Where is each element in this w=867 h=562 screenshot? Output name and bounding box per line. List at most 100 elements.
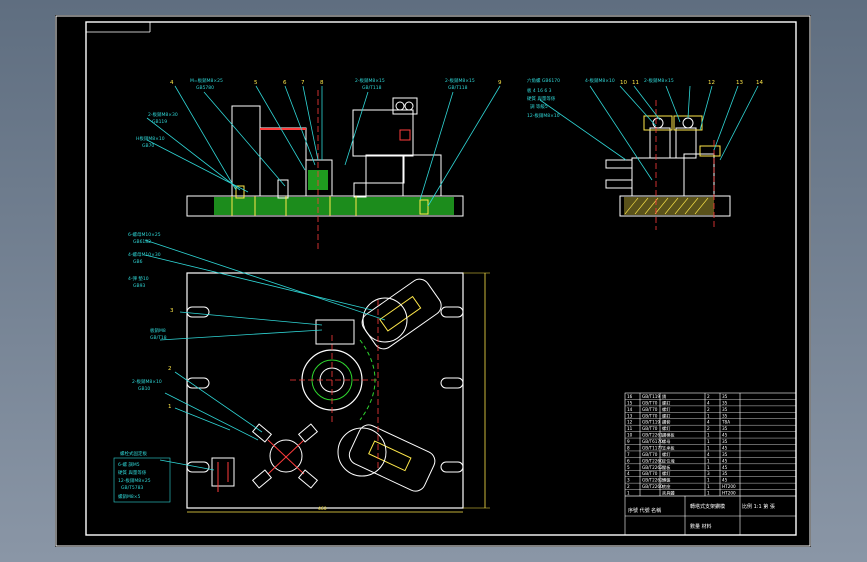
- title-block-cell: 鑽套: [662, 419, 671, 426]
- part-label-2: 2: [168, 366, 172, 372]
- title-block-cell: 35: [722, 471, 728, 476]
- part-label-4: 4: [170, 80, 174, 86]
- part-label-6: 6: [283, 80, 287, 86]
- note-box-5: GB/T5783: [121, 485, 143, 491]
- title-block-cell: 螺釘: [662, 470, 670, 477]
- part-label-13: 13: [736, 80, 743, 86]
- title-block-text: 轉塔式支架鑽模 序號 代號 名稱 數量 材料 比例 1:1 第 張: [628, 503, 775, 530]
- title-block-cell: 10: [627, 433, 633, 438]
- note-plan-2: 4-螺母M10×30: [128, 251, 161, 258]
- title-block-cell: 螺釘: [662, 412, 670, 419]
- title-block-cell: 定位塊: [662, 457, 675, 464]
- title-block-cell: T8A: [721, 420, 730, 425]
- title-block-cell: 13: [627, 413, 633, 418]
- title-block-cell: GB/T70: [642, 400, 658, 405]
- title-block-cell: GB/T70: [642, 471, 658, 476]
- title-block-cell: GB/T70: [642, 413, 658, 418]
- note-plan-4: 板銷M8: [150, 327, 166, 334]
- note-side-4: 硬質 與量等係: [527, 95, 556, 102]
- title-block-cell: 1: [627, 491, 630, 496]
- note-plan-3b: GB93: [133, 283, 145, 289]
- title-block-cell: 支承板: [662, 444, 675, 451]
- note-box-2: 6-螺 調M5: [118, 461, 140, 468]
- note-front-4: 2-板銷M8×15: [355, 77, 385, 84]
- title-block-cell: 8: [627, 445, 630, 450]
- title-block-cell: 45: [722, 458, 728, 463]
- title-block-cell: 螺釘: [662, 406, 670, 413]
- title-block-cell: 15: [627, 400, 633, 405]
- drawing-canvas: [55, 15, 811, 547]
- title-block-cell: 45: [722, 433, 728, 438]
- note-front-5: 2-板銷M8×15: [445, 77, 475, 84]
- title-block-cell: 3: [627, 478, 630, 483]
- part-label-10: 10: [620, 80, 627, 86]
- title-block-cell: 35: [722, 452, 728, 457]
- title-block-cell: GB/T2260: [642, 458, 663, 463]
- sheet-border: [55, 15, 811, 547]
- title-block-cell: 6: [627, 458, 630, 463]
- note-side-6: 12-板銷M8×10: [527, 112, 560, 119]
- title-block-cell: 1: [707, 445, 710, 450]
- title-block-cell: 45: [722, 465, 728, 470]
- title-block-cell: 轉盤: [662, 477, 671, 484]
- title-block-cell: 35: [722, 394, 728, 399]
- title-block-cell: GB/T6170: [642, 439, 663, 444]
- title-block-cell: 4: [707, 400, 710, 405]
- inner-frame: [85, 21, 797, 536]
- part-label-5: 5: [254, 80, 258, 86]
- title-block-cell: 2: [627, 484, 630, 489]
- title-block-cell: 5: [627, 465, 630, 470]
- title-block-cell: 35: [722, 407, 728, 412]
- title-block-cell: 14: [627, 407, 633, 412]
- note-side-1: 六角螺 GB6170: [527, 77, 560, 84]
- title-block-cell: GB/T70: [642, 407, 658, 412]
- title-block-cell: GB/T70: [642, 426, 658, 431]
- title-block-cell: 2: [707, 407, 710, 412]
- title-block-cell: GB/T119: [642, 420, 660, 425]
- title-block-cell: GB/T1177: [642, 445, 663, 450]
- note-plan-1: 6-螺母M10×25: [128, 231, 161, 238]
- front-view: [186, 90, 464, 250]
- note-front-1: M=板銷M8×25: [190, 77, 223, 84]
- part-label-12: 12: [708, 80, 715, 86]
- title-block-cell: 4: [707, 452, 710, 457]
- title-footer-left: 序號 代號 名稱: [628, 507, 661, 514]
- note-front-3: 2-板銷M8×30: [148, 111, 178, 118]
- title-block-cell: 1: [707, 439, 710, 444]
- note-side-3: 板 4 16 6 3: [527, 87, 552, 94]
- note-front-1b: GB5780: [196, 85, 214, 91]
- title-block-cell: 11: [627, 426, 633, 431]
- title-block-cell: GB/T70: [642, 452, 658, 457]
- title-block-cell: 1: [707, 433, 710, 438]
- title-block-cell: 35: [722, 413, 728, 418]
- title-block-cell: 螺釘: [662, 451, 670, 458]
- note-box-6: 螺銷M8×5: [118, 493, 141, 500]
- part-label-14: 14: [756, 80, 763, 86]
- note-side-2: 4-板銷M8×10: [585, 77, 615, 84]
- title-block-cell: 1: [707, 484, 710, 489]
- title-block-cell: 4: [627, 471, 630, 476]
- note-plan-1b: GB6182: [133, 239, 151, 245]
- title-block-cell: 35: [722, 439, 728, 444]
- note-front-4b: GB/T118: [362, 85, 382, 91]
- title-block-cell: 45: [722, 445, 728, 450]
- title-block-cell: 2: [707, 394, 710, 399]
- title-block-cell: 壓板: [662, 464, 671, 471]
- note-plan-5: 2-板銷M8×10: [132, 378, 162, 385]
- note-box-4: 12-板銷M8×25: [118, 477, 151, 484]
- plan-leaders: [144, 239, 386, 471]
- title-block-cell: 7: [627, 452, 630, 457]
- note-front-2: H板銷M8×10: [136, 135, 165, 142]
- part-label-9: 9: [498, 80, 502, 86]
- title-block-cell: 螺釘: [662, 399, 670, 406]
- plan-view: [186, 272, 490, 513]
- title-block-cell: GB/T2260: [642, 484, 663, 489]
- drawing-title: 轉塔式支架鑽模: [690, 503, 725, 510]
- title-footer-right: 比例 1:1 第 張: [742, 503, 775, 510]
- title-block-cell: HT200: [722, 491, 736, 496]
- title-block-cell: 35: [722, 426, 728, 431]
- side-notes: 六角螺 GB6170 4-板銷M8×10 板 4 16 6 3 硬質 與量等係 …: [527, 77, 674, 119]
- title-block-cell: GB/T2261: [642, 433, 663, 438]
